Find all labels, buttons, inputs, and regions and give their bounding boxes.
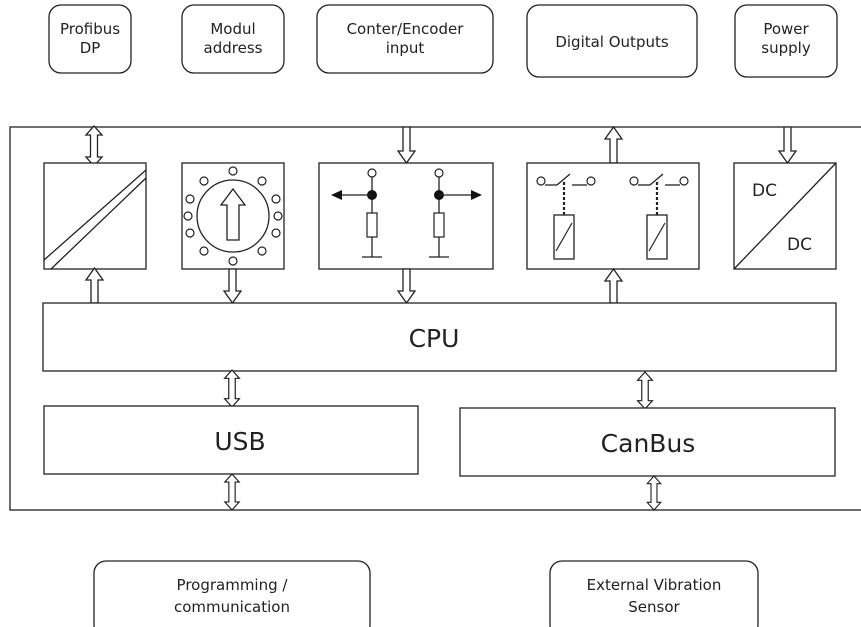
canbus-block: CanBus — [459, 407, 836, 477]
label-digital-outputs: Digital Outputs — [526, 4, 698, 78]
usb-block: USB — [43, 405, 419, 475]
rotary-address-switch-block — [181, 162, 285, 270]
label-power-line1: Power — [763, 20, 809, 38]
label-power-line2: supply — [761, 39, 811, 57]
label-sensor-line2: Sensor — [628, 598, 680, 616]
label-profibus-line1: Profibus — [60, 20, 120, 38]
usb-label: USB — [214, 427, 265, 456]
label-encoder-line1: Conter/Encoder — [347, 20, 465, 38]
arrow-digital-out — [603, 125, 624, 164]
label-profibus-dp: Profibus DP — [48, 4, 132, 74]
encoder-input-block — [318, 162, 494, 270]
label-programming-line2: communication — [174, 598, 290, 616]
profibus-interface-block — [43, 162, 147, 270]
arrow-power-in — [777, 126, 798, 165]
digital-outputs-block — [526, 162, 700, 270]
arrow-encoder-in — [396, 126, 417, 165]
label-digital-line1: Digital Outputs — [555, 33, 669, 51]
dc-dc-converter-block: DC DC — [733, 162, 837, 270]
label-profibus-line2: DP — [80, 39, 101, 57]
label-external-vibration-sensor: External Vibration Sensor — [549, 560, 759, 627]
label-counter-encoder-input: Conter/Encoder input — [316, 4, 494, 74]
switch-pointer-icon — [219, 187, 247, 241]
cpu-label: CPU — [409, 324, 460, 353]
label-encoder-line2: input — [386, 39, 425, 57]
label-power-supply: Power supply — [734, 4, 838, 78]
arrow-cpu-to-digital — [603, 267, 624, 304]
label-programming-communication: Programming / communication — [93, 560, 371, 627]
arrow-encoder-to-cpu — [396, 268, 417, 305]
label-modul-address: Modul address — [181, 4, 285, 74]
label-modul-line2: address — [204, 39, 263, 57]
dc-input-label: DC — [752, 181, 777, 201]
dc-output-label: DC — [787, 235, 812, 255]
label-programming-line1: Programming / — [177, 576, 289, 594]
cpu-block: CPU — [42, 302, 837, 372]
label-modul-line1: Modul — [210, 20, 255, 38]
canbus-label: CanBus — [601, 429, 696, 458]
label-sensor-line1: External Vibration — [587, 576, 722, 594]
arrow-switch-to-cpu — [222, 268, 243, 305]
arrow-cpu-to-profibus — [84, 266, 105, 304]
